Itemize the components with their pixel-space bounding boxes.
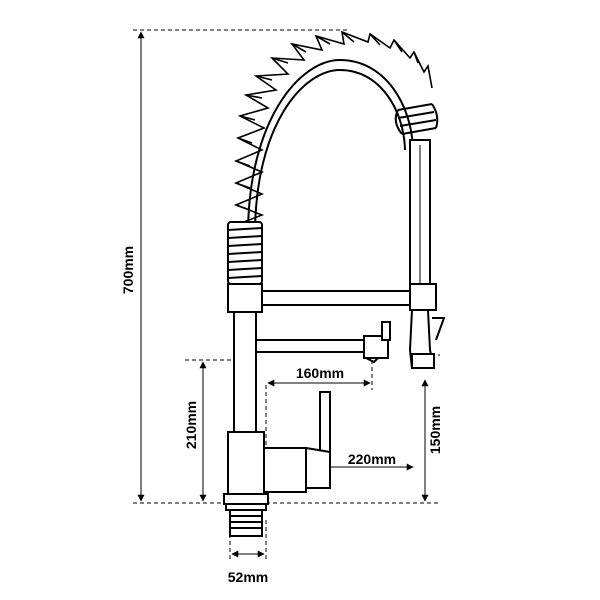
spring-coil-back <box>235 31 419 211</box>
valve-body <box>227 431 265 495</box>
sprayer-holder <box>409 283 437 311</box>
handle-cap <box>305 446 331 489</box>
dimension-arrows <box>137 31 429 558</box>
coil-base-rings <box>227 227 263 279</box>
spout-reach-label: 160mm <box>296 365 344 381</box>
faucet-drawing <box>223 30 446 537</box>
hose-arch <box>247 58 414 236</box>
base-flange <box>223 493 269 505</box>
spout-arm <box>255 339 367 353</box>
sprayer-trigger <box>432 317 446 341</box>
spout-head <box>363 335 389 359</box>
base-diameter-label: 52mm <box>228 569 268 585</box>
hose-arch-inner <box>254 68 406 236</box>
lever-handle <box>319 391 331 455</box>
upper-collar <box>227 283 263 313</box>
spout-outlet <box>381 321 391 341</box>
spring-coil <box>233 30 433 226</box>
total-height-label: 700mm <box>120 246 136 294</box>
handle-reach-label: 220mm <box>348 451 396 467</box>
sprayer-height-label: 150mm <box>427 406 443 454</box>
faucet-column <box>233 311 257 433</box>
handle-mount <box>263 447 307 493</box>
coil-end-rings <box>394 103 439 135</box>
spout-tip <box>365 357 379 364</box>
holder-arm <box>261 290 413 306</box>
body-height-label: 210mm <box>183 401 199 449</box>
sprayer-nozzle <box>411 353 435 369</box>
shank-thread <box>230 515 262 529</box>
